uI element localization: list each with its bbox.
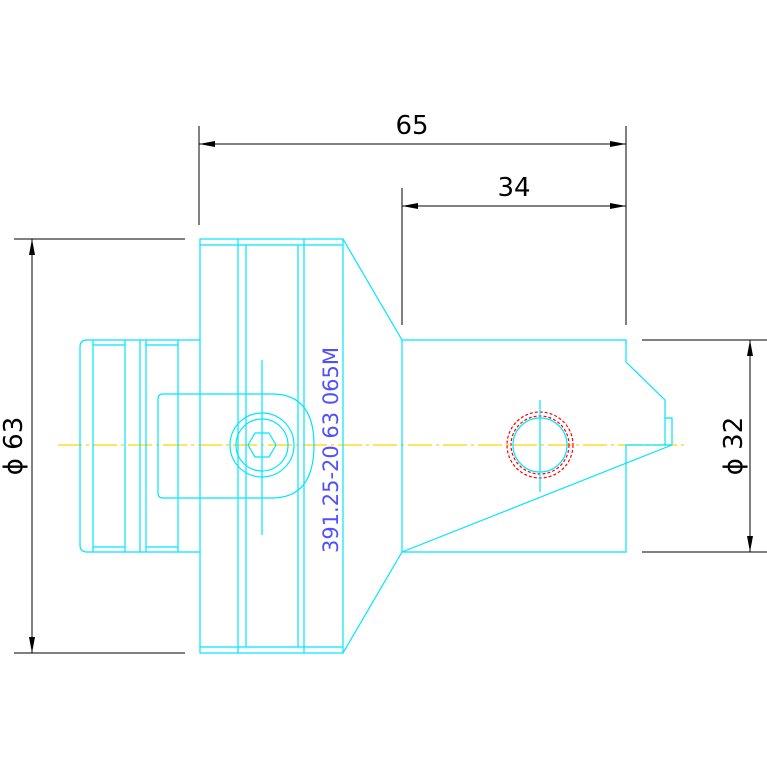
taper [342, 238, 403, 654]
shank [401, 339, 673, 553]
part-outline [79, 238, 673, 654]
shank-diameter-label: ϕ 32 [719, 417, 749, 476]
flange [199, 238, 344, 654]
rear-pilot [79, 339, 200, 553]
part-number-label: 391.25-20 63 065M [319, 347, 343, 553]
dimension-overall-length: 65 [198, 111, 627, 325]
hex-socket-icon [247, 432, 277, 458]
dimension-shank-length: 34 [401, 173, 626, 325]
cross-hole [506, 400, 574, 492]
clamp-boss [157, 360, 315, 535]
dimension-shank-diameter: ϕ 32 [642, 339, 767, 553]
overall-length-label: 65 [395, 111, 428, 141]
dimension-flange-diameter: ϕ 63 [0, 238, 185, 654]
shank-length-label: 34 [497, 173, 530, 203]
flange-diameter-label: ϕ 63 [0, 417, 29, 476]
